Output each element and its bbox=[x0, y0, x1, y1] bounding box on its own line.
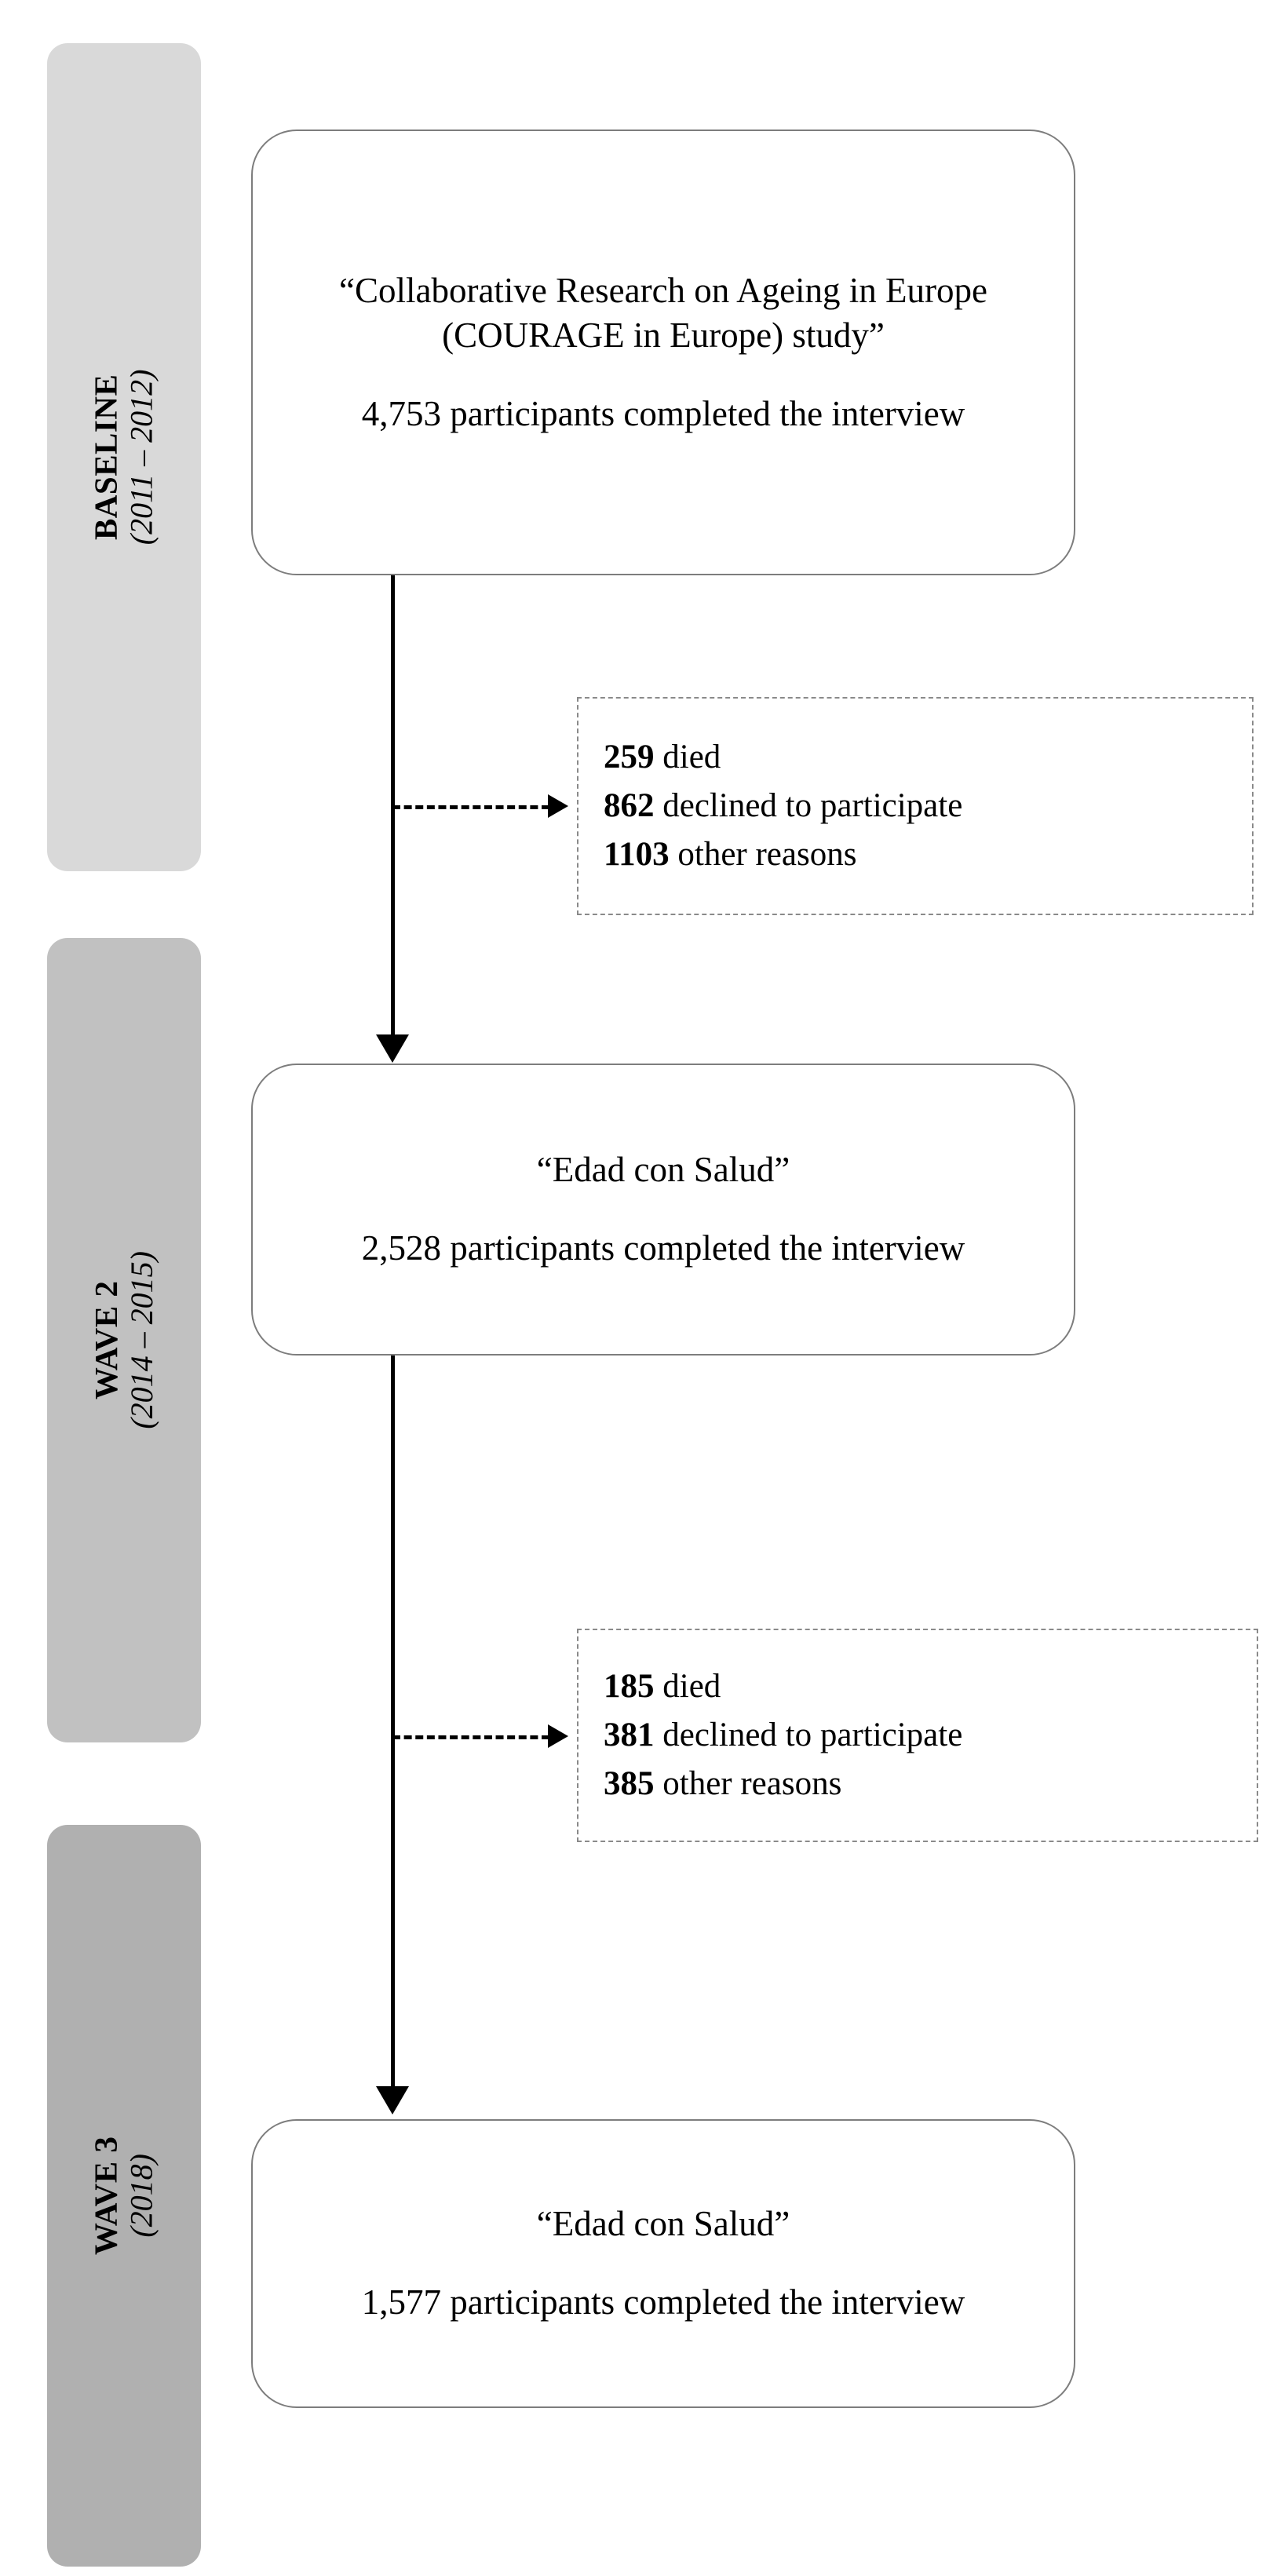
phase-name-wave2: WAVE 2 bbox=[87, 1280, 124, 1400]
phase-bar-wave2: WAVE 2 (2014 – 2015) bbox=[47, 938, 201, 1742]
node-box-wave3: “Edad con Salud” 1,577 participants comp… bbox=[251, 2119, 1075, 2408]
phase-label-wave2: WAVE 2 (2014 – 2015) bbox=[87, 1251, 160, 1429]
exclusion-reason: died bbox=[654, 739, 721, 776]
node-title-wave2: “Edad con Salud” bbox=[536, 1150, 790, 1190]
flow-arrow-head-wave2-to-wave3 bbox=[376, 2086, 409, 2114]
dashed-arrow-head-exclusion-2 bbox=[548, 1724, 568, 1748]
phase-years-baseline: (2011 – 2012) bbox=[123, 369, 159, 545]
phase-name-baseline: BASELINE bbox=[87, 374, 124, 541]
phase-label-baseline: BASELINE (2011 – 2012) bbox=[87, 369, 160, 545]
exclusion-value: 385 bbox=[604, 1764, 655, 1802]
exclusion-value: 185 bbox=[604, 1668, 655, 1706]
dashed-arrow-line-exclusion-1 bbox=[392, 805, 549, 809]
dashed-arrow-head-exclusion-1 bbox=[548, 794, 568, 818]
exclusion-reason: declined to participate bbox=[654, 1717, 963, 1754]
exclusion-line: 259 died bbox=[604, 733, 1252, 782]
exclusion-box-wave2-to-wave3: 185 died 381 declined to participate 385… bbox=[577, 1629, 1258, 1842]
flow-arrow-line-baseline-to-wave2 bbox=[391, 575, 395, 1043]
node-count-wave2: 2,528 participants completed the intervi… bbox=[361, 1228, 965, 1268]
node-count-wave3: 1,577 participants completed the intervi… bbox=[361, 2282, 965, 2322]
flow-arrow-head-baseline-to-wave2 bbox=[376, 1034, 409, 1063]
phase-years-wave3: (2018) bbox=[123, 2154, 159, 2238]
exclusion-line: 385 other reasons bbox=[604, 1760, 1257, 1808]
phase-label-wave3: WAVE 3 (2018) bbox=[87, 2136, 160, 2256]
node-title-baseline: “Collaborative Research on Ageing in Eur… bbox=[339, 270, 987, 356]
dashed-arrow-line-exclusion-2 bbox=[392, 1735, 549, 1739]
exclusion-box-baseline-to-wave2: 259 died 862 declined to participate 110… bbox=[577, 697, 1254, 915]
exclusion-reason: other reasons bbox=[669, 835, 857, 873]
phase-years-wave2: (2014 – 2015) bbox=[123, 1251, 159, 1429]
exclusion-line: 1103 other reasons bbox=[604, 830, 1252, 879]
exclusion-line: 862 declined to participate bbox=[604, 782, 1252, 830]
node-title-wave3: “Edad con Salud” bbox=[536, 2204, 790, 2244]
flow-arrow-line-wave2-to-wave3 bbox=[391, 1356, 395, 2095]
exclusion-value: 259 bbox=[604, 739, 655, 776]
phase-name-wave3: WAVE 3 bbox=[87, 2136, 124, 2256]
node-box-wave2: “Edad con Salud” 2,528 participants comp… bbox=[251, 1064, 1075, 1356]
exclusion-line: 381 declined to participate bbox=[604, 1711, 1257, 1760]
node-count-baseline: 4,753 participants completed the intervi… bbox=[361, 393, 965, 433]
exclusion-reason: declined to participate bbox=[654, 787, 963, 825]
exclusion-value: 381 bbox=[604, 1717, 655, 1754]
exclusion-reason: died bbox=[654, 1668, 721, 1706]
phase-bar-wave3: WAVE 3 (2018) bbox=[47, 1825, 201, 2567]
exclusion-reason: other reasons bbox=[654, 1764, 842, 1802]
exclusion-value: 862 bbox=[604, 787, 655, 825]
exclusion-value: 1103 bbox=[604, 835, 670, 873]
node-box-baseline: “Collaborative Research on Ageing in Eur… bbox=[251, 130, 1075, 575]
exclusion-line: 185 died bbox=[604, 1662, 1257, 1711]
phase-bar-baseline: BASELINE (2011 – 2012) bbox=[47, 43, 201, 871]
